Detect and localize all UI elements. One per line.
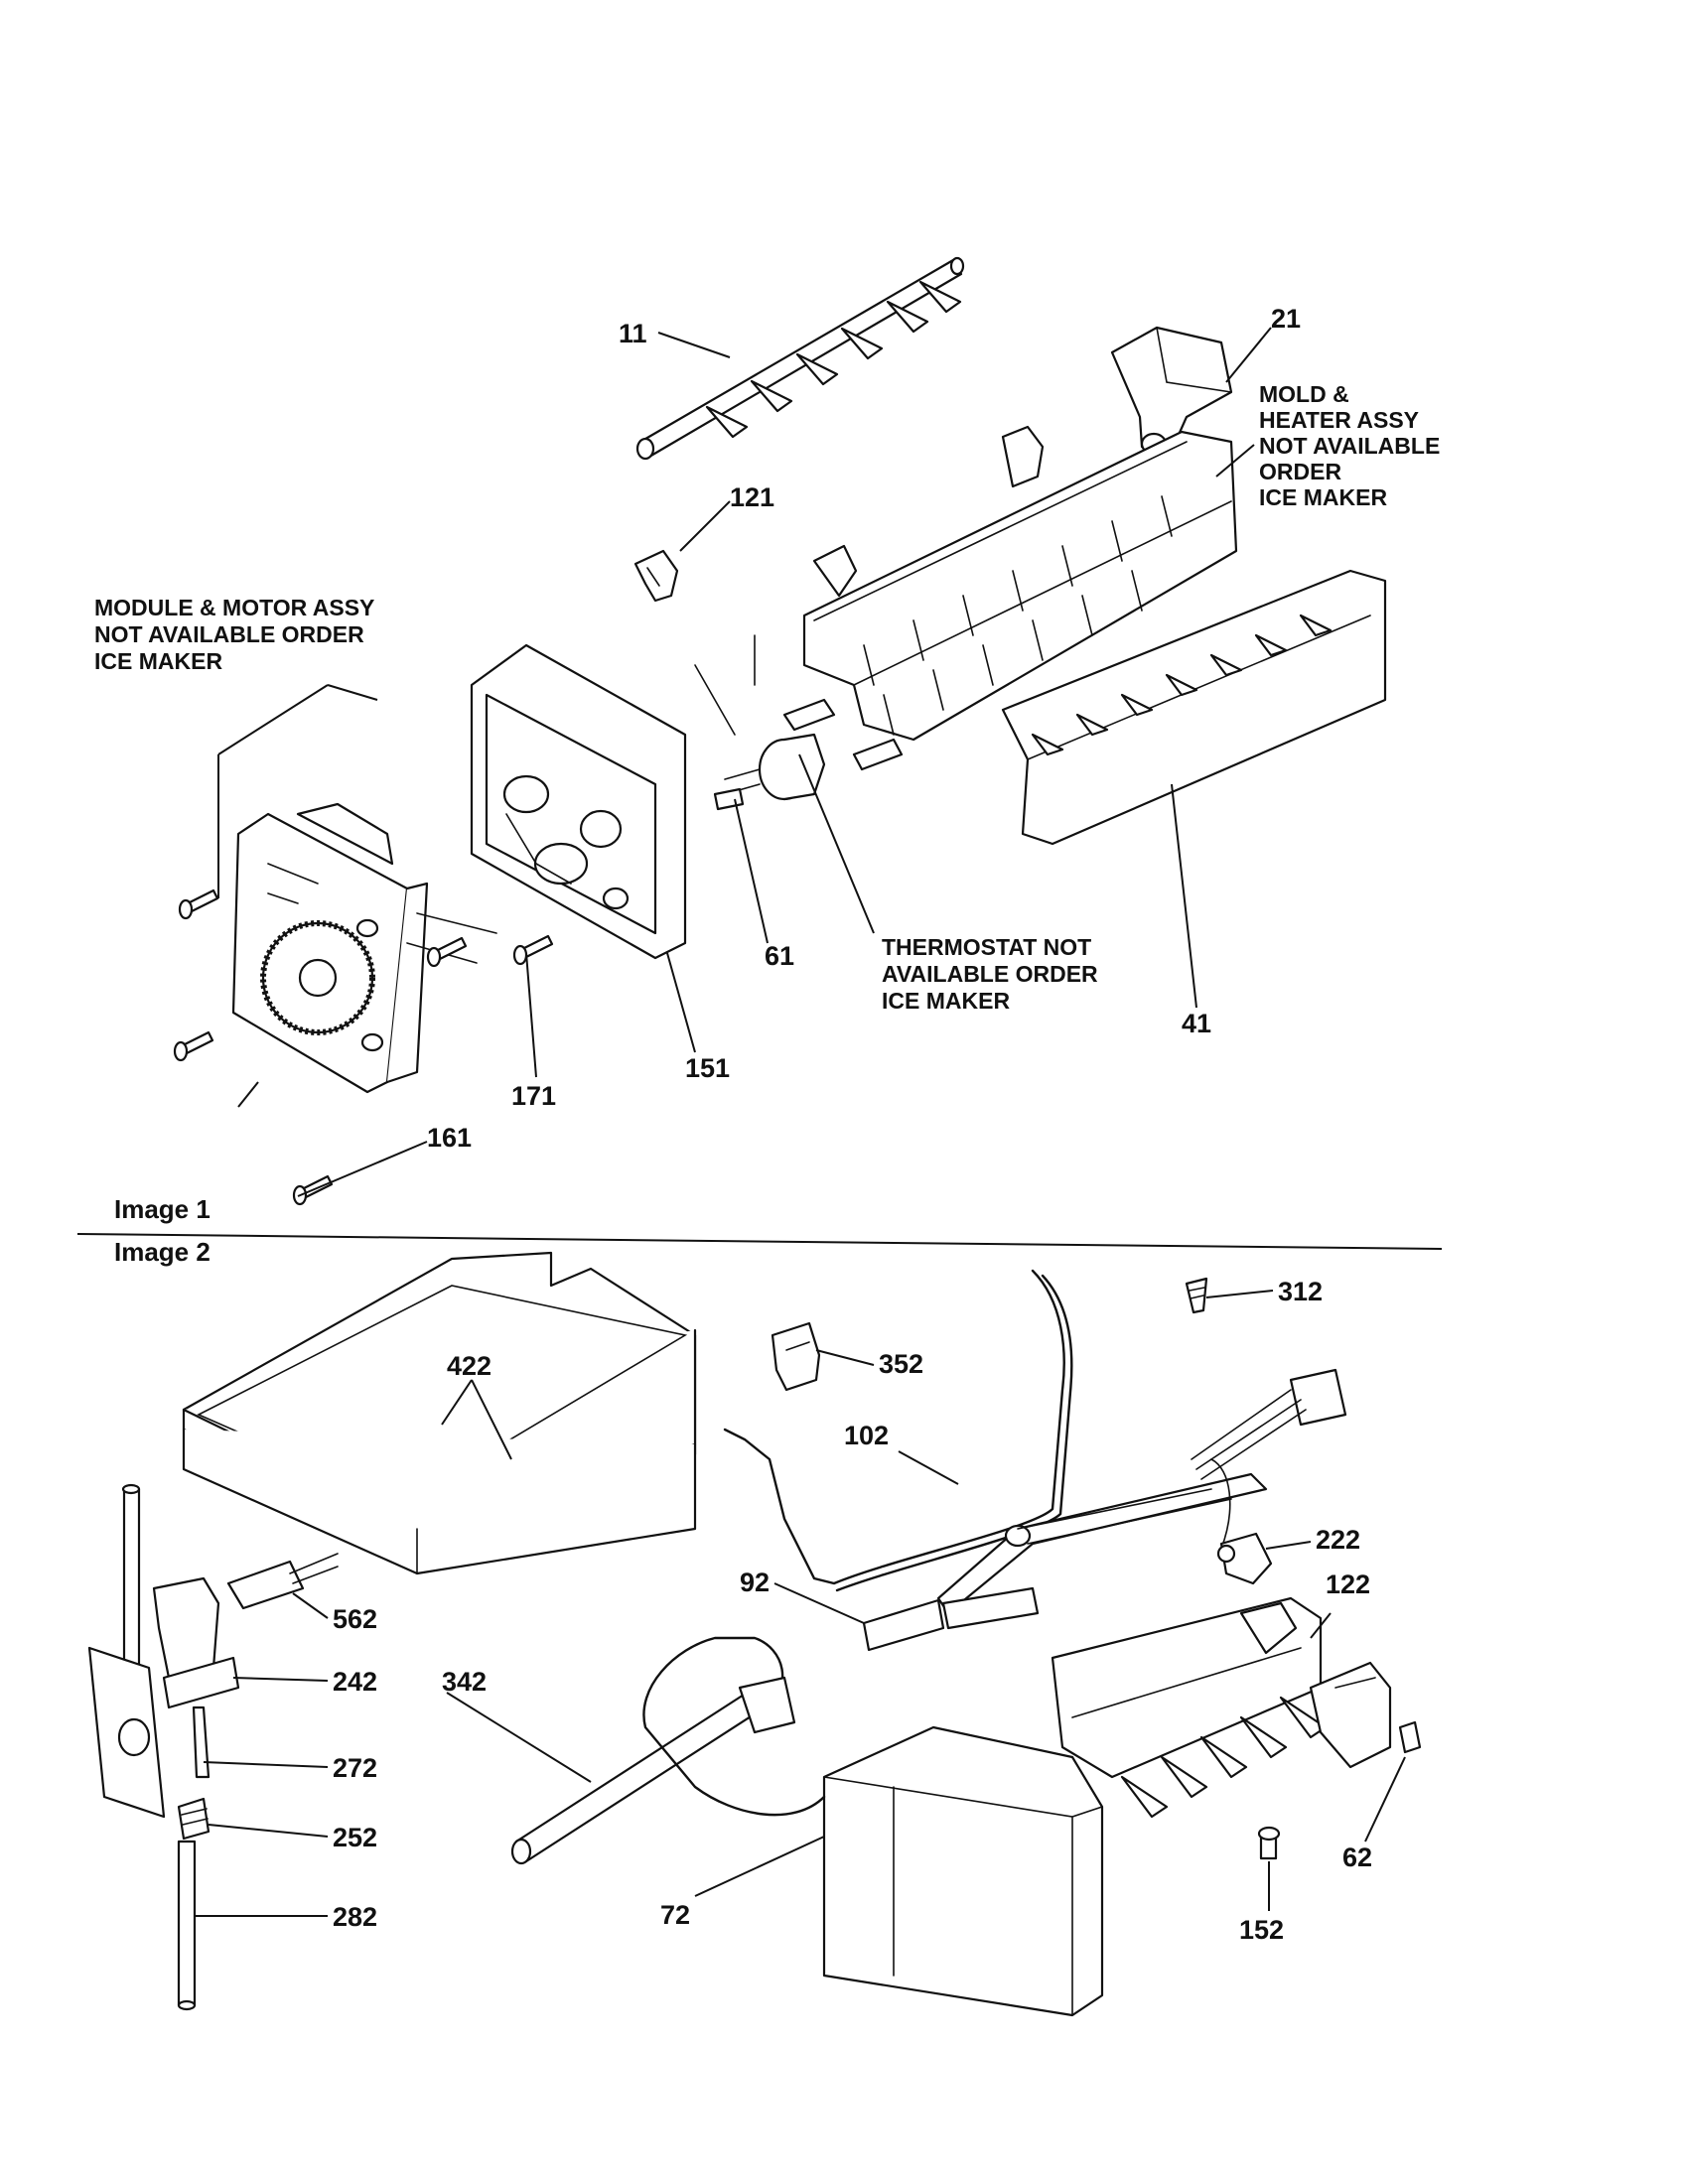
filltube-part-342 bbox=[510, 1636, 826, 1865]
screws-image1 bbox=[173, 888, 554, 1206]
callout-272: 272 bbox=[333, 1753, 377, 1783]
part-312 bbox=[1185, 1277, 1208, 1314]
callout-102: 102 bbox=[844, 1421, 889, 1450]
section-divider bbox=[76, 1233, 1443, 1250]
module-motor-assembly bbox=[231, 802, 497, 1094]
leader-lines-image2 bbox=[194, 1290, 1406, 1917]
wire-part-102 bbox=[723, 1269, 1073, 1592]
callout-92: 92 bbox=[740, 1568, 770, 1597]
harness-part-92 bbox=[862, 1368, 1347, 1652]
housing-part-151 bbox=[470, 643, 687, 960]
callout-282: 282 bbox=[333, 1902, 377, 1932]
caption-image1: Image 1 bbox=[114, 1194, 210, 1224]
callout-242: 242 bbox=[333, 1667, 377, 1697]
note-thermostat-2: AVAILABLE ORDER bbox=[882, 961, 1098, 987]
callout-422: 422 bbox=[447, 1351, 491, 1381]
note-mold-2: HEATER ASSY bbox=[1259, 407, 1419, 433]
mold-heater-assembly bbox=[694, 425, 1238, 742]
callout-61: 61 bbox=[765, 941, 794, 971]
callout-161: 161 bbox=[427, 1123, 472, 1153]
leader-lines-image1 bbox=[217, 327, 1272, 1197]
callout-41: 41 bbox=[1182, 1009, 1211, 1038]
callout-62: 62 bbox=[1342, 1843, 1372, 1872]
note-mold-1: MOLD & bbox=[1259, 381, 1349, 407]
icemaker-part-122 bbox=[1051, 1596, 1422, 1819]
callout-152: 152 bbox=[1239, 1915, 1284, 1945]
callout-121: 121 bbox=[730, 482, 774, 512]
callout-562: 562 bbox=[333, 1604, 377, 1634]
callout-72: 72 bbox=[660, 1900, 690, 1930]
note-mold-5: ICE MAKER bbox=[1259, 484, 1387, 510]
callout-252: 252 bbox=[333, 1823, 377, 1852]
caption-image2: Image 2 bbox=[114, 1237, 210, 1267]
ejector-part-11 bbox=[635, 256, 965, 461]
note-mold-4: ORDER bbox=[1259, 459, 1341, 484]
part-352 bbox=[771, 1321, 821, 1392]
callout-11: 11 bbox=[619, 319, 647, 348]
note-module-1: MODULE & MOTOR ASSY bbox=[94, 595, 374, 620]
image2-illustration: Image 2 312 352 422 102 222 122 92 562 2… bbox=[87, 1237, 1422, 2017]
note-thermostat-1: THERMOSTAT NOT bbox=[882, 934, 1091, 960]
callout-312: 312 bbox=[1278, 1277, 1323, 1306]
callout-151: 151 bbox=[685, 1053, 730, 1083]
screw-part-152 bbox=[1257, 1826, 1281, 1860]
callout-342: 342 bbox=[442, 1667, 487, 1697]
callout-352: 352 bbox=[879, 1349, 923, 1379]
clip-part-121 bbox=[633, 549, 679, 603]
labels-image2: Image 2 312 352 422 102 222 122 92 562 2… bbox=[114, 1237, 1372, 1945]
note-thermostat-3: ICE MAKER bbox=[882, 988, 1010, 1014]
valve-assembly bbox=[87, 1483, 339, 2011]
cover-part-72 bbox=[822, 1725, 1104, 2017]
labels-image1: 11 21 121 41 61 151 161 171 MOLD & HEATE… bbox=[94, 304, 1440, 1224]
note-module-3: ICE MAKER bbox=[94, 648, 222, 674]
callout-122: 122 bbox=[1326, 1570, 1370, 1599]
shield-part-41 bbox=[1001, 569, 1387, 846]
callout-222: 222 bbox=[1316, 1525, 1360, 1555]
note-mold-3: NOT AVAILABLE bbox=[1259, 433, 1440, 459]
image1-illustration: 11 21 121 41 61 151 161 171 MOLD & HEATE… bbox=[94, 256, 1440, 1224]
bucket-part-422 bbox=[182, 1251, 697, 1575]
callout-171: 171 bbox=[511, 1081, 556, 1111]
callout-21: 21 bbox=[1271, 304, 1301, 334]
clamp-part-222 bbox=[1216, 1532, 1273, 1585]
note-module-2: NOT AVAILABLE ORDER bbox=[94, 621, 364, 647]
